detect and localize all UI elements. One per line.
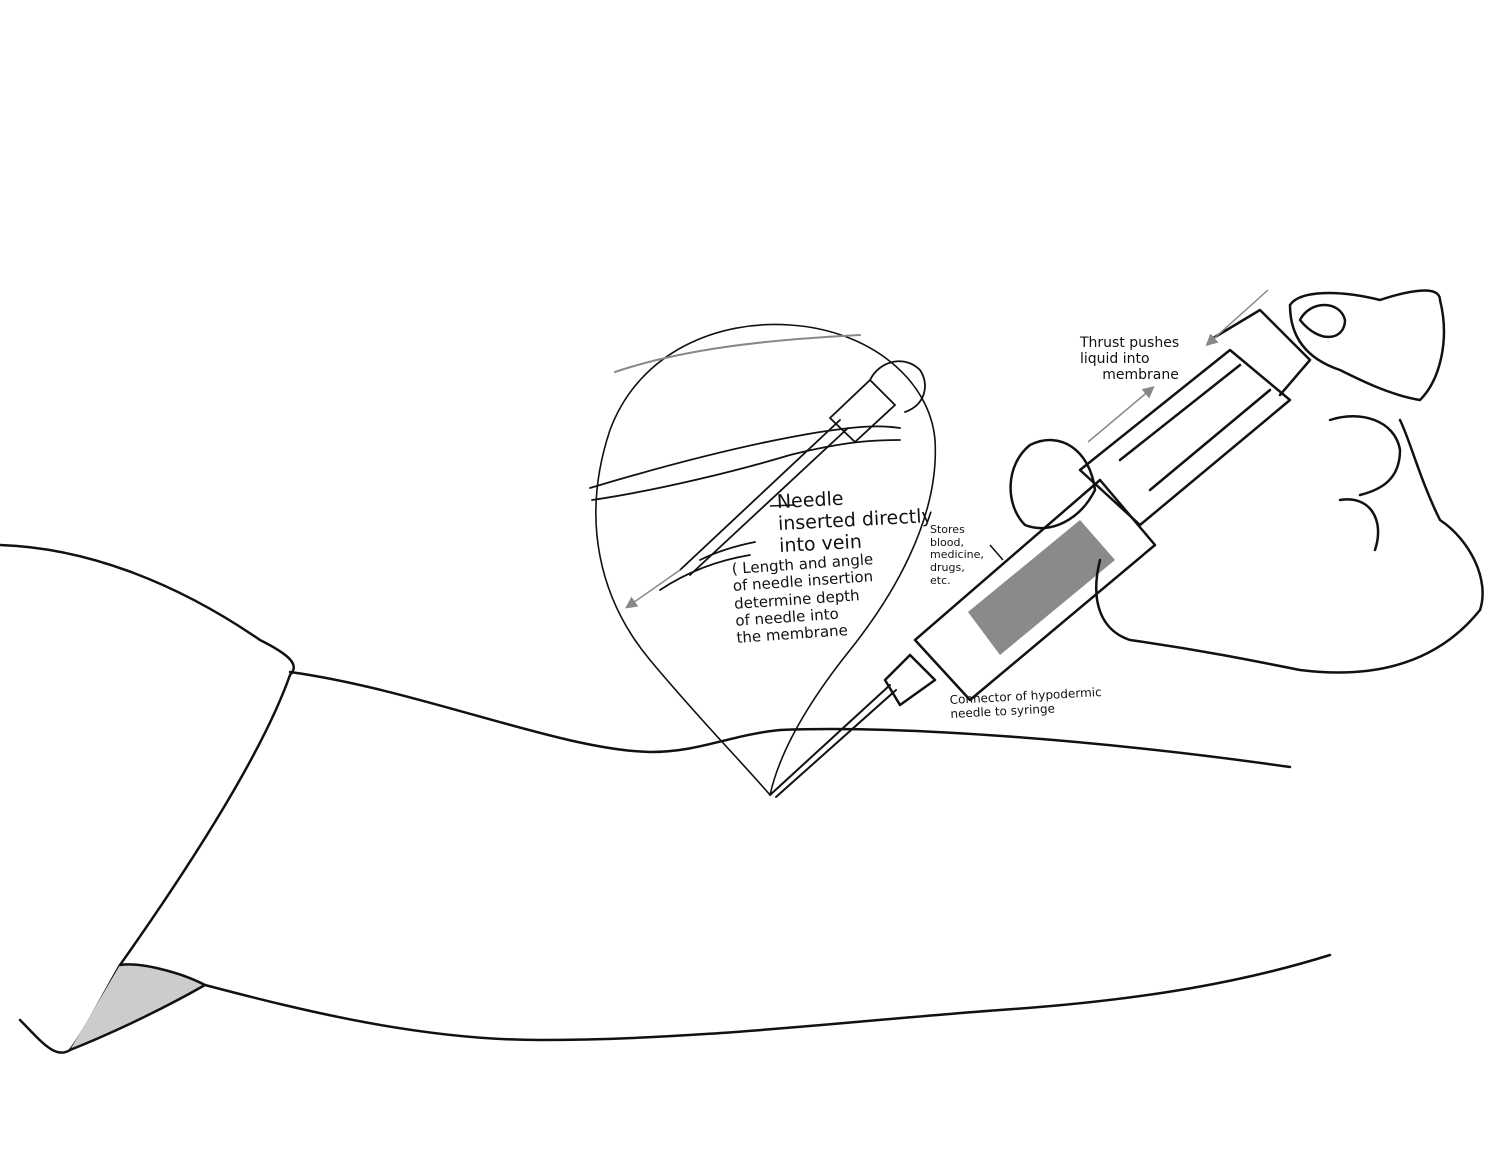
magnified-needle xyxy=(679,419,849,576)
label-needle-vein: Needle inserted directly into vein xyxy=(776,487,934,557)
syringe-barrel xyxy=(913,478,1157,702)
label-length-angle: ( Length and angle of needle insertion d… xyxy=(731,550,874,647)
needle-hub xyxy=(883,653,937,707)
arm-bottom-outline xyxy=(203,953,1332,1042)
vein-upper xyxy=(589,425,901,489)
sleeve-cuff xyxy=(68,963,207,1052)
hand-finger-2 xyxy=(1328,415,1402,497)
plunger-thumb-rest xyxy=(1208,308,1312,397)
magnified-view-outline xyxy=(595,323,937,796)
vein-lower xyxy=(591,439,901,501)
arm-top-outline xyxy=(288,670,1292,769)
skin-line xyxy=(614,334,861,373)
syringe-plunger xyxy=(1078,348,1292,527)
needle-vein-leader xyxy=(769,504,796,507)
hand-thumb xyxy=(1288,289,1446,402)
label-thrust: Thrust pushes liquid into membrane xyxy=(1080,335,1180,384)
hand-palm xyxy=(1095,418,1484,674)
needle xyxy=(769,684,897,798)
hand-thumbnail xyxy=(1298,303,1347,339)
magnified-hub xyxy=(829,360,926,443)
thrust-arrow-down xyxy=(1205,289,1269,347)
label-stores: Stores blood, medicine, drugs, etc. xyxy=(930,523,984,587)
hand-index-finger xyxy=(1009,438,1097,530)
vein-branch xyxy=(659,541,756,591)
stores-leader xyxy=(989,544,1004,561)
magnified-insertion-arrow xyxy=(625,569,681,609)
hand-finger-3 xyxy=(1338,498,1380,552)
thrust-arrow-up xyxy=(1087,386,1155,443)
syringe-fluid xyxy=(968,520,1115,655)
